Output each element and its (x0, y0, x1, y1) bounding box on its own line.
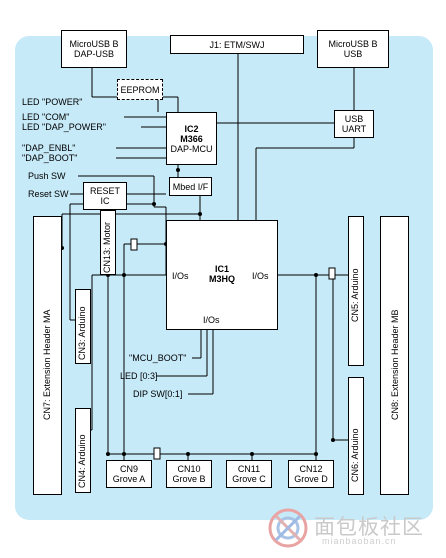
signal-led-power: LED "POWER" (22, 97, 83, 107)
ic1-ios-right: I/Os (252, 271, 269, 281)
resistor-left (130, 238, 138, 251)
cn7-label: CN7: Extension Header MA (42, 309, 52, 420)
ic1-title: IC1 M3HQ (201, 264, 243, 284)
signal-dip-sw: DIP SW[0:1] (133, 389, 183, 399)
cn13-motor (100, 210, 116, 275)
signal-reset-sw: Reset SW (28, 189, 69, 199)
microusb-dap-line1: MicroUSB B (69, 39, 119, 49)
signal-push-sw: Push SW (28, 171, 66, 181)
ic1-ios-bottom: I/Os (203, 315, 220, 325)
mbed-if-block: Mbed I/F (169, 177, 212, 196)
cn4-arduino (75, 408, 91, 493)
reset-ic-line1: RESET (89, 186, 120, 196)
ic2-function: DAP-MCU (170, 143, 213, 154)
watermark-logo (268, 508, 308, 548)
cn5-label: CN5: Arduino (350, 268, 360, 322)
signal-led-dap-power: LED "DAP_POWER" (22, 122, 106, 132)
microusb-usb-line1: MicroUSB B (328, 39, 378, 49)
watermark-text: 面包板社区 (314, 516, 424, 539)
ic2-name: IC2 (184, 123, 199, 134)
signal-dap-boot: "DAP_BOOT" (22, 153, 78, 163)
ic2-dap-mcu: IC2 M366 DAP-MCU (166, 112, 217, 165)
resistor-right (328, 267, 336, 280)
cn3-label: CN3: Arduino (77, 306, 87, 360)
cn4-label: CN4: Arduino (77, 434, 87, 488)
microusb-dap-line2: DAP-USB (73, 49, 114, 59)
cn13-label: CN13: Motor (102, 221, 112, 273)
signal-led-03: LED [0:3] (120, 371, 158, 381)
cn8-label: CN8: Extension Header MB (390, 309, 400, 420)
signal-led-com: LED "COM" (22, 112, 70, 122)
cn8-header (380, 216, 409, 495)
cn7-header (33, 216, 62, 495)
eeprom-block: EEPROM (117, 79, 163, 100)
signal-mcu-boot: "MCU_BOOT" (129, 353, 187, 363)
eeprom-label: EEPROM (120, 84, 160, 95)
cn12-name: CN12 (299, 464, 323, 474)
cn10-name: CN10 (177, 464, 201, 474)
watermark-subtext: mianbaoban.cn (322, 536, 397, 546)
usb-uart-line2: UART (341, 124, 367, 134)
cn3-arduino (75, 289, 91, 364)
cn9-name: CN9 (119, 464, 138, 474)
resistor-bottom (153, 447, 161, 460)
microusb-usb-line2: USB (343, 49, 363, 59)
cn12-type: Grove D (294, 474, 328, 484)
cn11-type: Grove C (232, 474, 266, 484)
cn6-label: CN6: Arduino (350, 428, 360, 482)
ic2-part: M366 (180, 133, 203, 144)
reset-ic-line2: IC (100, 196, 110, 206)
usb-uart-line1: USB (344, 114, 364, 124)
j1-connector: J1: ETM/SWJ (170, 35, 304, 54)
ic1-part: M3HQ (208, 274, 235, 284)
j1-label: J1: ETM/SWJ (209, 39, 265, 50)
signal-dap-enbl: "DAP_ENBL" (22, 143, 76, 153)
ic1-ios-left: I/Os (172, 271, 189, 281)
cn9-type: Grove A (112, 474, 146, 484)
mbed-label: Mbed I/F (172, 181, 209, 192)
cn6-arduino (348, 377, 364, 495)
cn11-name: CN11 (237, 464, 261, 474)
cn10-type: Grove B (172, 474, 206, 484)
ic1-name: IC1 (214, 264, 229, 274)
cn5-arduino (348, 216, 364, 366)
ic1-m3hq (166, 220, 278, 330)
